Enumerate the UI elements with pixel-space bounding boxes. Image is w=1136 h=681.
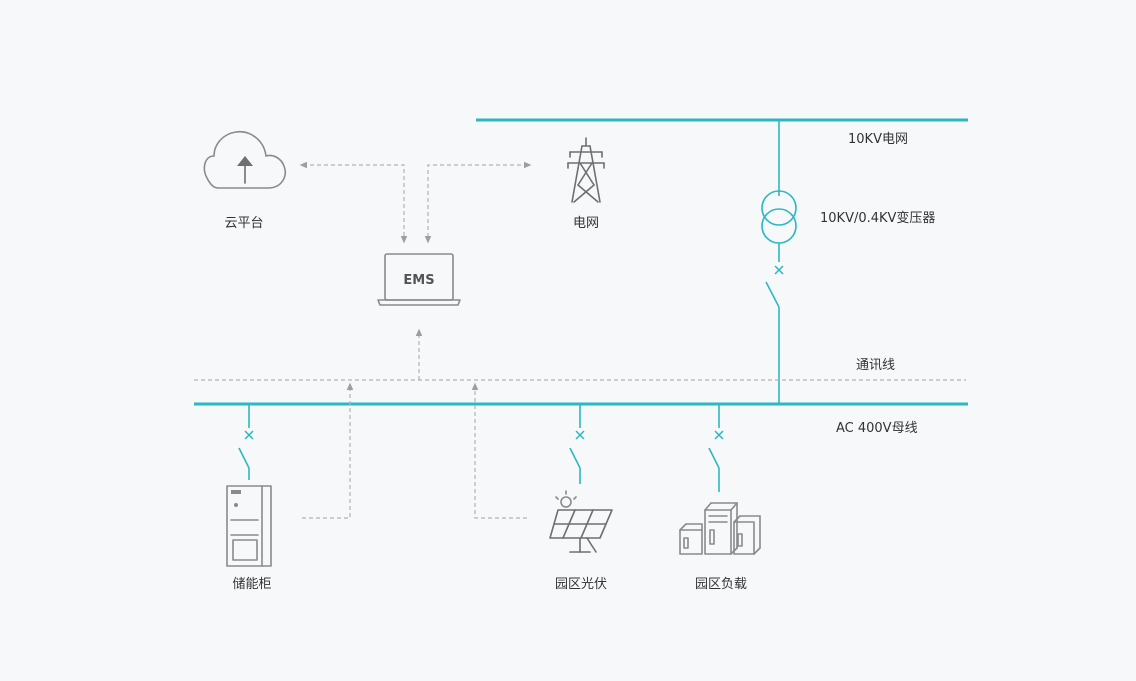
storage-cabinet-icon <box>226 485 272 567</box>
comm-line-label: 通讯线 <box>856 358 895 373</box>
comm-cloud-ems <box>299 161 408 244</box>
pv-label: 园区光伏 <box>555 577 607 592</box>
load-breaker-icon <box>714 430 724 440</box>
ac-bus-label: AC 400V母线 <box>836 421 918 436</box>
transformer-label: 10KV/0.4KV变压器 <box>820 210 935 226</box>
transmission-tower-icon <box>567 137 605 203</box>
cloud-label: 云平台 <box>224 216 263 231</box>
ems-label: EMS <box>403 273 434 288</box>
grid-10kv-label: 10KV电网 <box>848 132 908 147</box>
pv-switch <box>569 447 581 469</box>
factory-buildings-icon <box>679 502 761 555</box>
storage-breaker-icon <box>244 430 254 440</box>
comm-pv <box>471 382 527 519</box>
pv-breaker-icon <box>575 430 585 440</box>
comm-storage <box>302 382 354 519</box>
main-switch <box>765 281 780 308</box>
storage-label: 储能柜 <box>232 577 271 592</box>
transformer-icon <box>761 190 797 244</box>
storage-switch <box>238 447 250 469</box>
load-switch <box>708 447 720 469</box>
cloud-upload-icon <box>203 131 286 189</box>
grid-label: 电网 <box>573 216 599 231</box>
ems-laptop-icon <box>377 253 461 306</box>
load-label: 园区负载 <box>695 577 747 592</box>
main-breaker-icon <box>774 265 784 275</box>
solar-panel-icon <box>549 490 613 553</box>
comm-grid-ems <box>424 161 532 244</box>
